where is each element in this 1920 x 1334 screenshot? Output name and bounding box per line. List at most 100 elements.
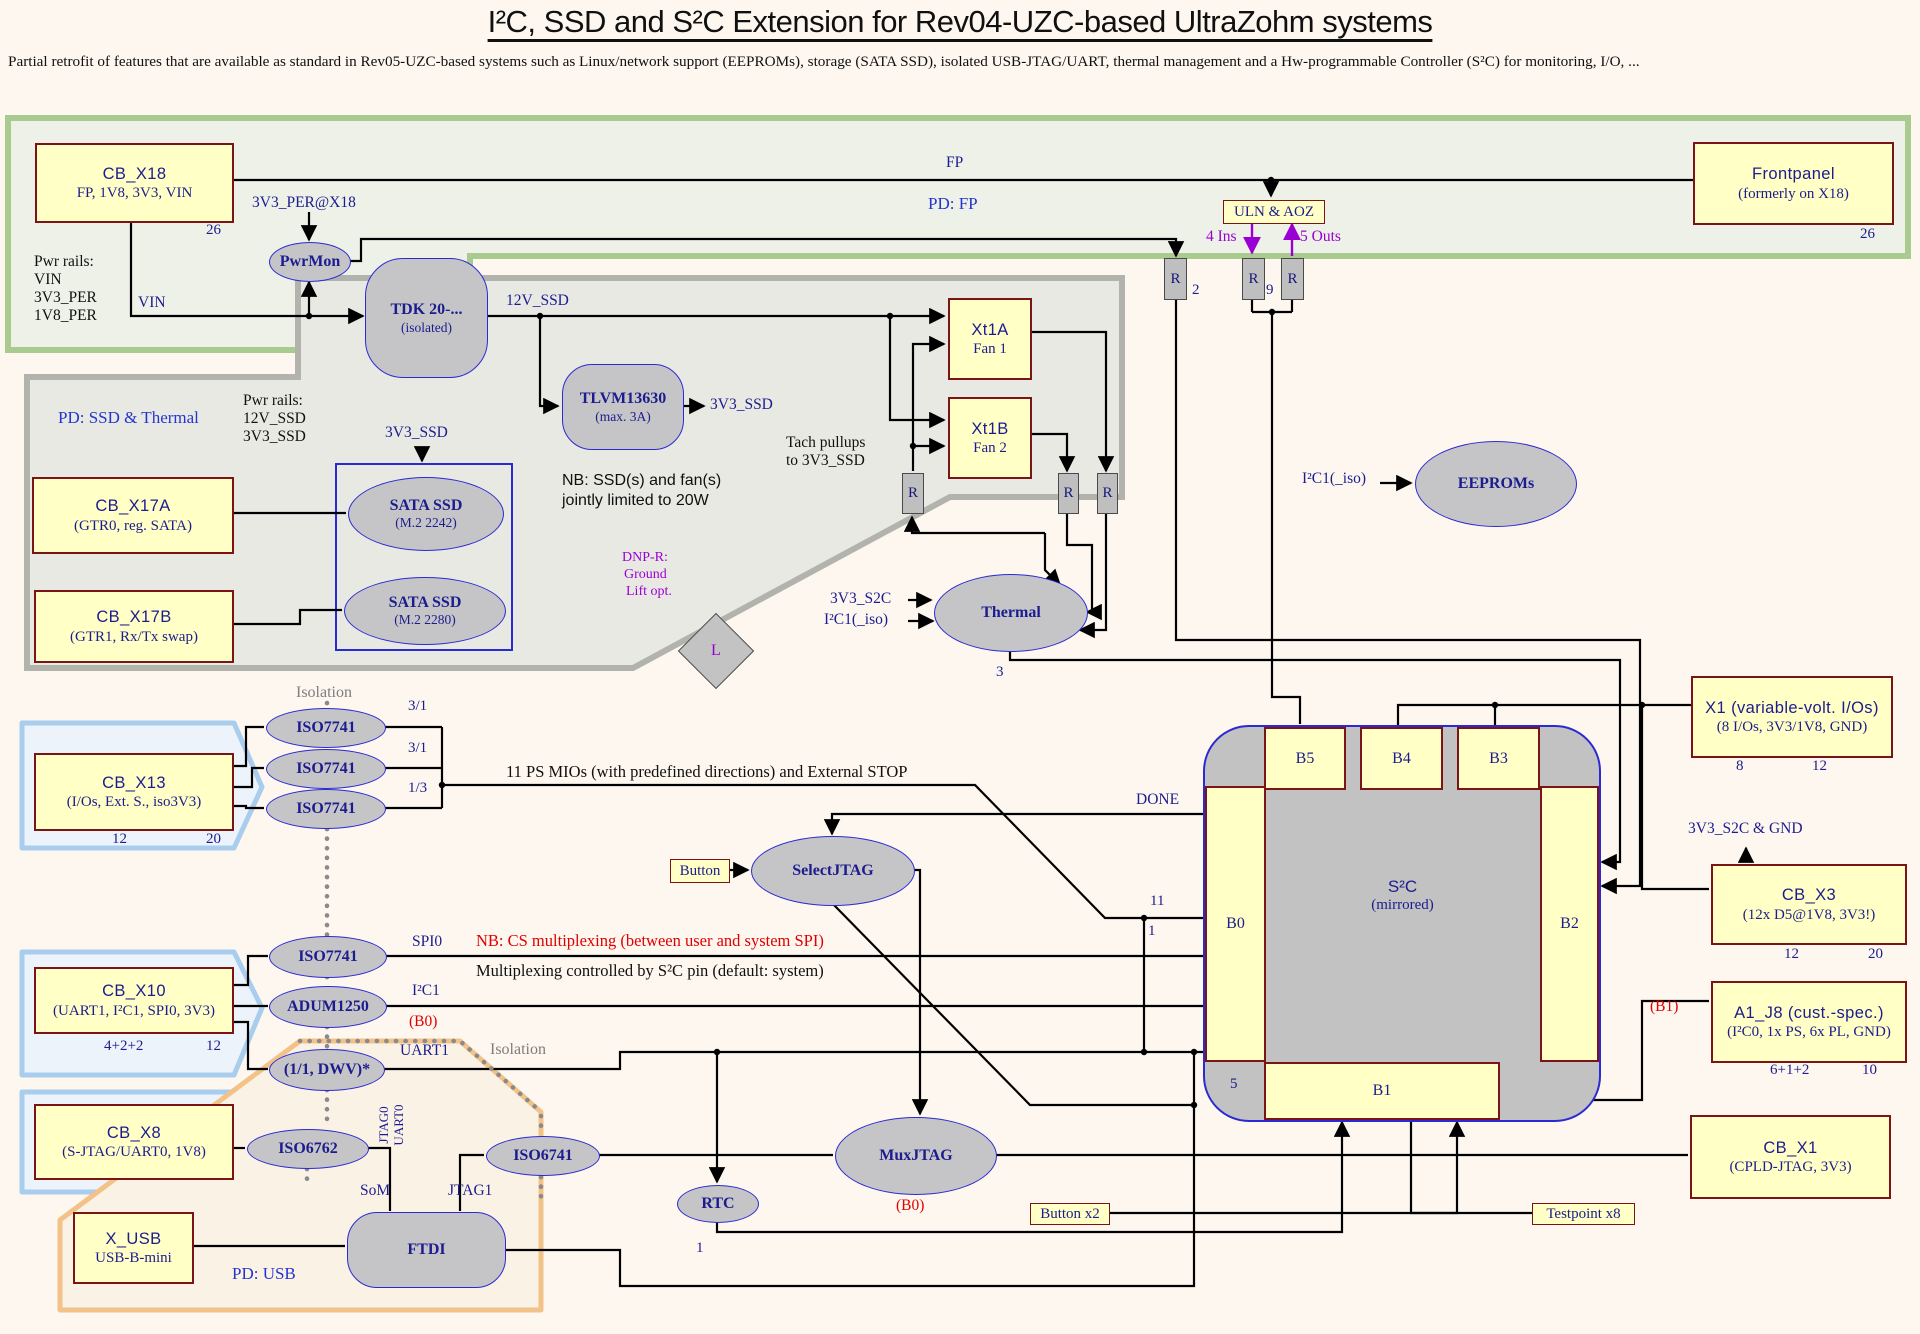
label-n9: 9 [1266, 282, 1274, 298]
label-dnp-3: Lift opt. [626, 584, 672, 599]
label-isolation-right: Isolation [490, 1041, 546, 1058]
count-x1-r: 12 [1812, 758, 1827, 774]
count-a1-j8-r: 10 [1862, 1062, 1877, 1078]
ssd-subgroup [335, 463, 513, 651]
s2c-b4: B4 [1360, 727, 1443, 790]
s2c-b5: B5 [1264, 727, 1346, 790]
count-a1-j8-l: 6+1+2 [1770, 1062, 1810, 1078]
label-rail-vin: VIN [34, 271, 62, 288]
label-3v3-ssd-feed: 3V3_SSD [385, 424, 448, 441]
node-rtc: RTC [677, 1185, 759, 1223]
count-cb-x18: 26 [206, 222, 221, 238]
box-x-usb: X_USB USB-B-mini [73, 1212, 194, 1284]
label-i2c1: I²C1 [412, 982, 440, 999]
label-done: DONE [1136, 791, 1180, 808]
label-ratio-31a: 3/1 [408, 698, 428, 714]
node-iso7741-spi: ISO7741 [269, 936, 387, 978]
label-ratio-31b: 3/1 [408, 740, 428, 756]
label-ratio-13: 1/3 [408, 780, 428, 796]
count-cb-x10-l: 4+2+2 [104, 1038, 144, 1054]
label-mux-ctrl: Multiplexing controlled by S²C pin (defa… [476, 961, 824, 980]
label-rail-12vssd: 12V_SSD [243, 410, 306, 427]
box-a1-j8: A1_J8 (cust.-spec.) (I²C0, 1x PS, 6x PL,… [1711, 981, 1907, 1063]
label-nb-ssd-2: jointly limited to 20W [562, 492, 709, 509]
box-x1: X1 (variable-volt. I/Os) (8 I/Os, 3V3/1V… [1691, 676, 1893, 758]
box-frontpanel: Frontpanel (formerly on X18) [1693, 142, 1894, 225]
label-jtag1: JTAG1 [448, 1182, 493, 1199]
box-cb-x1: CB_X1 (CPLD-JTAG, 3V3) [1690, 1115, 1891, 1199]
node-iso7741-1: ISO7741 [266, 708, 386, 748]
label-dnp-2: Ground [624, 567, 667, 582]
node-ftdi: FTDI [347, 1212, 506, 1288]
box-button: Button [670, 859, 730, 883]
count-cb-x10-r: 12 [206, 1038, 221, 1054]
label-nb-cs: NB: CS multiplexing (between user and sy… [476, 931, 824, 950]
label-pd-usb: PD: USB [232, 1264, 296, 1283]
label-b0-tag-mux: (B0) [896, 1197, 925, 1214]
box-testpoint-x8: Testpoint x8 [1532, 1203, 1635, 1225]
label-vin: VIN [138, 294, 166, 311]
node-iso7741-2: ISO7741 [266, 749, 386, 789]
label-pwr-rails-2: Pwr rails: [243, 392, 303, 409]
node-adum1250: ADUM1250 [269, 986, 387, 1028]
box-cb-x10: CB_X10 (UART1, I²C1, SPI0, 3V3) [34, 967, 234, 1034]
label-nb-ssd-1: NB: SSD(s) and fan(s) [562, 472, 722, 489]
label-dnp-1: DNP-R: [622, 550, 668, 565]
s2c-b2: B2 [1540, 786, 1599, 1062]
node-iso6762: ISO6762 [247, 1129, 369, 1169]
page-title: I²C, SSD and S²C Extension for Rev04-UZC… [487, 4, 1433, 39]
label-som: SoM [360, 1182, 391, 1199]
label-b1-tag: (B1) [1650, 998, 1679, 1015]
box-button-x2: Button x2 [1030, 1203, 1110, 1225]
box-cb-x13: CB_X13 (I/Os, Ext. S., iso3V3) [34, 753, 234, 831]
label-n1-b0: 1 [1148, 923, 1156, 939]
node-muxjtag: MuxJTAG [835, 1117, 997, 1195]
label-b0-tag-adum: (B0) [409, 1013, 438, 1030]
label-3v3-per-x18: 3V3_PER@X18 [252, 194, 356, 211]
s2c-b3: B3 [1457, 727, 1540, 790]
label-spi0: SPI0 [412, 933, 443, 950]
s2c-core-label: S²C (mirrored) [1371, 877, 1434, 913]
s2c-b1: B1 [1264, 1062, 1500, 1120]
label-pwr-rails-1: Pwr rails: [34, 253, 94, 270]
box-uln-aoz: ULN & AOZ [1223, 200, 1325, 224]
label-mios: 11 PS MIOs (with predefined directions) … [506, 762, 908, 781]
resistor-uln-1: R [1242, 258, 1265, 300]
label-isolation-top: Isolation [296, 684, 352, 701]
node-sata-ssd-2280: SATA SSD (M.2 2280) [344, 577, 506, 645]
count-cb-x3-l: 12 [1784, 946, 1799, 962]
label-5outs: 5 Outs [1300, 228, 1341, 245]
node-iso7741-3: ISO7741 [266, 789, 386, 829]
page-subtitle: Partial retrofit of features that are av… [8, 53, 1640, 70]
label-uart1: UART1 [400, 1042, 450, 1059]
box-fan1: Xt1A Fan 1 [948, 298, 1032, 380]
box-cb-x17b: CB_X17B (GTR1, Rx/Tx swap) [34, 590, 234, 663]
label-3v3-s2c-gnd: 3V3_S2C & GND [1688, 820, 1803, 837]
label-tach-1: Tach pullups [786, 434, 866, 451]
label-rail-3v3per: 3V3_PER [34, 289, 97, 306]
node-s2c-block: B5 B4 B3 B0 B2 B1 S²C (mirrored) [1203, 725, 1601, 1122]
box-fan2: Xt1B Fan 2 [948, 397, 1032, 479]
label-tach-2: to 3V3_SSD [786, 452, 865, 469]
node-tlvm: TLVM13630 (max. 3A) [562, 364, 684, 450]
node-tdk: TDK 20-... (isolated) [365, 258, 488, 378]
label-rail-3v3ssd: 3V3_SSD [243, 428, 306, 445]
label-i2c1-iso-eeprom: I²C1(_iso) [1302, 470, 1367, 487]
label-n5: 5 [1230, 1076, 1238, 1092]
box-cb-x3: CB_X3 (12x D5@1V8, 3V3!) [1711, 864, 1907, 945]
box-cb-x8: CB_X8 (S-JTAG/UART0, 1V8) [34, 1104, 234, 1180]
resistor-fp: R [1164, 258, 1187, 300]
label-4ins: 4 Ins [1206, 228, 1237, 245]
node-thermal: Thermal [934, 574, 1088, 652]
count-cb-x3-r: 20 [1868, 946, 1883, 962]
count-x1-l: 8 [1736, 758, 1744, 774]
resistor-uln-2: R [1281, 258, 1304, 300]
node-sata-ssd-2242: SATA SSD (M.2 2242) [348, 477, 504, 551]
label-n1-rtc: 1 [696, 1240, 704, 1256]
node-pwrmon: PwrMon [269, 242, 351, 282]
label-12v-ssd: 12V_SSD [506, 292, 569, 309]
label-pd-fp: PD: FP [928, 194, 978, 213]
label-i2c1-iso-thermal: I²C1(_iso) [824, 611, 889, 628]
label-n2: 2 [1192, 282, 1200, 298]
label-fp: FP [946, 154, 964, 171]
